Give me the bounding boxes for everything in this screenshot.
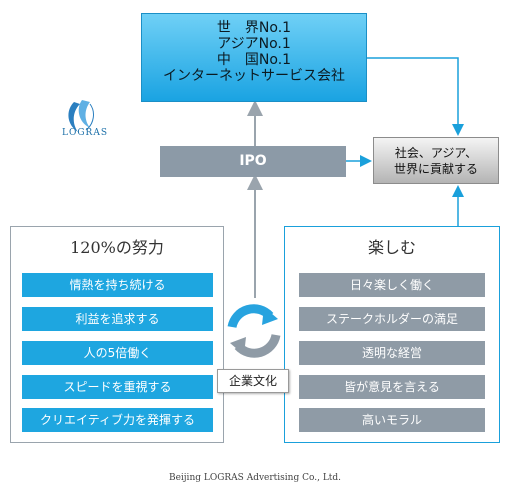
logo-text: LOGRAS (62, 128, 108, 138)
effort-item: 人の5倍働く (22, 341, 213, 365)
logras-logo-icon (68, 100, 94, 132)
enjoy-panel: 楽しむ 日々楽しく働く ステークホルダーの満足 透明な経営 皆が意見を言える 高… (284, 226, 500, 443)
corporate-culture-label: 企業文化 (217, 369, 289, 393)
enjoy-panel-title: 楽しむ (367, 238, 416, 257)
society-line-1: 社会、アジア、 (394, 146, 478, 160)
effort-item: 情熱を持ち続ける (22, 273, 213, 297)
enjoy-item: 高いモラル (299, 408, 485, 432)
enjoy-item: ステークホルダーの満足 (299, 307, 485, 331)
goal-line-3: 中 国No.1 (216, 52, 292, 68)
goal-line-4: インターネットサービス会社 (163, 68, 345, 84)
arrow-goal-to-society (367, 57, 464, 136)
goal-line-2: アジアNo.1 (217, 36, 291, 52)
cycle-icon (227, 304, 281, 358)
enjoy-item: 透明な経営 (299, 341, 485, 365)
effort-panel-title: 120%の努力 (70, 238, 164, 257)
enjoy-item: 日々楽しく働く (299, 273, 485, 297)
enjoy-item: 皆が意見を言える (299, 375, 485, 399)
effort-item: 利益を追求する (22, 307, 213, 331)
effort-panel: 120%の努力 情熱を持ち続ける 利益を追求する 人の5倍働く スピードを重視す… (10, 226, 224, 443)
society-line-2: 世界に貢献する (393, 162, 478, 176)
goal-line-1: 世 界No.1 (216, 20, 292, 36)
goal-box: 世 界No.1 アジアNo.1 中 国No.1 インターネットサービス会社 (141, 13, 367, 102)
ipo-bar: IPO (160, 146, 346, 177)
company-footer: Beijing LOGRAS Advertising Co., Ltd. (168, 473, 342, 483)
society-box: 社会、アジア、 世界に貢献する (373, 137, 499, 184)
effort-item: スピードを重視する (22, 375, 213, 399)
effort-item: クリエイティブ力を発揮する (22, 408, 213, 432)
